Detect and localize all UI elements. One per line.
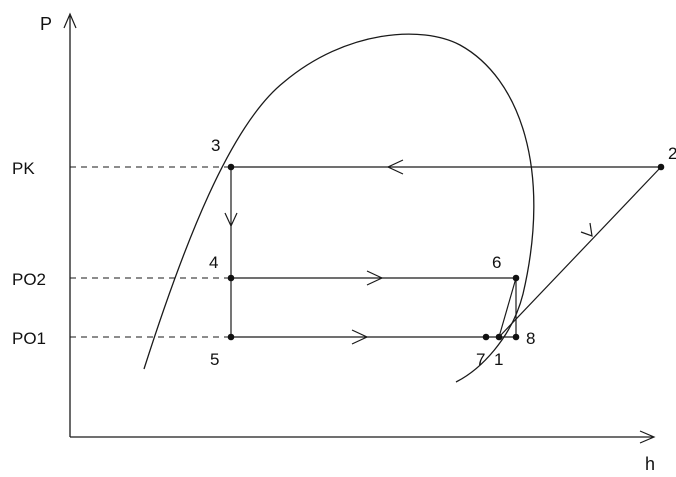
expansion-arrowhead bbox=[224, 212, 238, 228]
pressure-label-pk: PK bbox=[12, 159, 35, 178]
condensation-arrowhead bbox=[386, 159, 404, 175]
pressure-label-po2: PO2 bbox=[12, 270, 46, 289]
y-axis-label: P bbox=[40, 14, 52, 34]
state-label-6: 6 bbox=[492, 253, 501, 272]
po2-evaporation-arrowhead bbox=[366, 270, 384, 286]
state-point-3 bbox=[227, 163, 235, 171]
state-label-2: 2 bbox=[668, 144, 676, 163]
compression-line bbox=[498, 166, 662, 338]
state-label-8: 8 bbox=[526, 329, 535, 348]
state-point-1 bbox=[495, 333, 503, 341]
line-6-1 bbox=[498, 277, 517, 338]
x-axis-label: h bbox=[645, 454, 655, 474]
state-label-4: 4 bbox=[209, 253, 218, 272]
x-axis-arrowhead bbox=[639, 430, 656, 444]
po1-evaporation-arrowhead bbox=[351, 329, 369, 345]
state-point-8 bbox=[512, 333, 520, 341]
state-point-2 bbox=[657, 163, 665, 171]
state-label-3: 3 bbox=[211, 136, 220, 155]
pressure-label-po1: PO1 bbox=[12, 329, 46, 348]
state-label-5: 5 bbox=[210, 350, 219, 369]
state-label-1: 1 bbox=[494, 350, 503, 369]
state-point-7 bbox=[482, 333, 490, 341]
state-point-6 bbox=[512, 274, 520, 282]
y-axis-arrowhead bbox=[63, 12, 77, 29]
saturation-dome-curve bbox=[143, 33, 535, 383]
state-point-5 bbox=[227, 333, 235, 341]
compression-arrowhead bbox=[580, 222, 593, 237]
state-point-4 bbox=[227, 274, 235, 282]
state-label-7: 7 bbox=[476, 350, 485, 369]
